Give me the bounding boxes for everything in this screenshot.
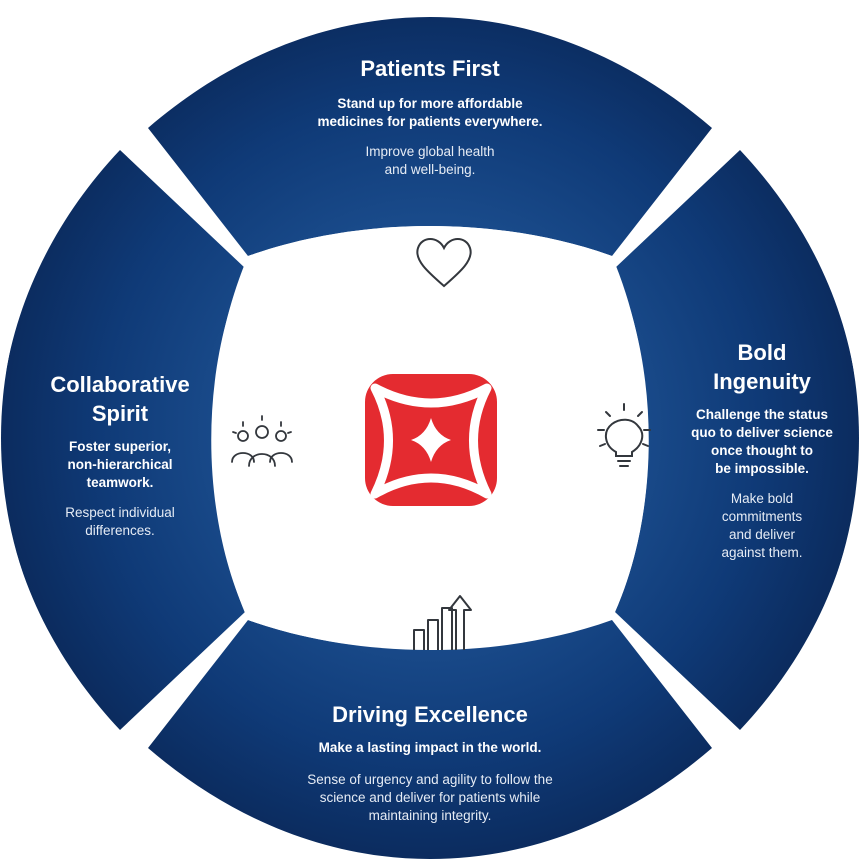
team-icon <box>231 415 293 467</box>
patients-first-tagline-line-1: Stand up for more affordable <box>337 96 523 111</box>
collaborative-spirit-tagline-line-1: Foster superior, <box>68 439 172 454</box>
driving-excellence-title: Driving Excellence <box>332 702 528 727</box>
patients-first-body-line-2: and well-being. <box>384 162 476 177</box>
collaborative-spirit-tagline-line-3: teamwork. <box>86 475 154 490</box>
segment-top-text: Patients First Stand up for more afforda… <box>270 54 590 179</box>
collaborative-spirit-title-line-2: Spirit <box>91 401 149 426</box>
bold-ingenuity-body-line-4: against them. <box>721 545 803 560</box>
collaborative-spirit-body-line-1: Respect individual <box>65 505 175 520</box>
segment-collaborative-spirit <box>1 150 245 730</box>
driving-excellence-body-line-3: maintaining integrity. <box>368 808 492 823</box>
driving-excellence-tagline: Make a lasting impact in the world. <box>318 740 542 755</box>
patients-first-body-line-1: Improve global health <box>365 144 495 159</box>
collaborative-spirit-body-line-2: differences. <box>85 523 155 538</box>
heart-icon <box>416 238 472 288</box>
bold-ingenuity-title-line-2: Ingenuity <box>713 369 811 394</box>
segment-patients-first <box>148 17 712 256</box>
bold-ingenuity-tagline-line-2: quo to deliver science <box>691 425 833 440</box>
bold-ingenuity-tagline-line-1: Challenge the status <box>695 407 829 422</box>
company-logo <box>365 374 497 506</box>
segment-driving-excellence <box>148 620 712 859</box>
collaborative-spirit-tagline-line-2: non-hierarchical <box>67 457 173 472</box>
driving-excellence-body-line-2: science and deliver for patients while <box>319 790 541 805</box>
patients-first-tagline-line-2: medicines for patients everywhere. <box>317 114 543 129</box>
driving-excellence-body-line-1: Sense of urgency and agility to follow t… <box>307 772 553 787</box>
segment-right-text: Bold Ingenuity Challenge the status quo … <box>672 338 852 562</box>
bold-ingenuity-title-line-1: Bold <box>737 340 787 365</box>
segment-bottom-text: Driving Excellence Make a lasting impact… <box>250 700 610 825</box>
bold-ingenuity-body-line-3: and deliver <box>728 527 796 542</box>
segment-left-text: Collaborative Spirit Foster superior, no… <box>30 370 210 540</box>
growth-chart-icon <box>413 595 472 650</box>
bold-ingenuity-tagline-line-4: be impossible. <box>715 461 809 476</box>
bold-ingenuity-body-line-2: commitments <box>721 509 803 524</box>
segment-bold-ingenuity <box>615 150 859 730</box>
collaborative-spirit-title-line-1: Collaborative <box>50 372 190 397</box>
patients-first-title: Patients First <box>360 56 500 81</box>
lightbulb-icon <box>597 403 651 467</box>
bold-ingenuity-body-line-1: Make bold <box>730 491 794 506</box>
bold-ingenuity-tagline-line-3: once thought to <box>711 443 813 458</box>
